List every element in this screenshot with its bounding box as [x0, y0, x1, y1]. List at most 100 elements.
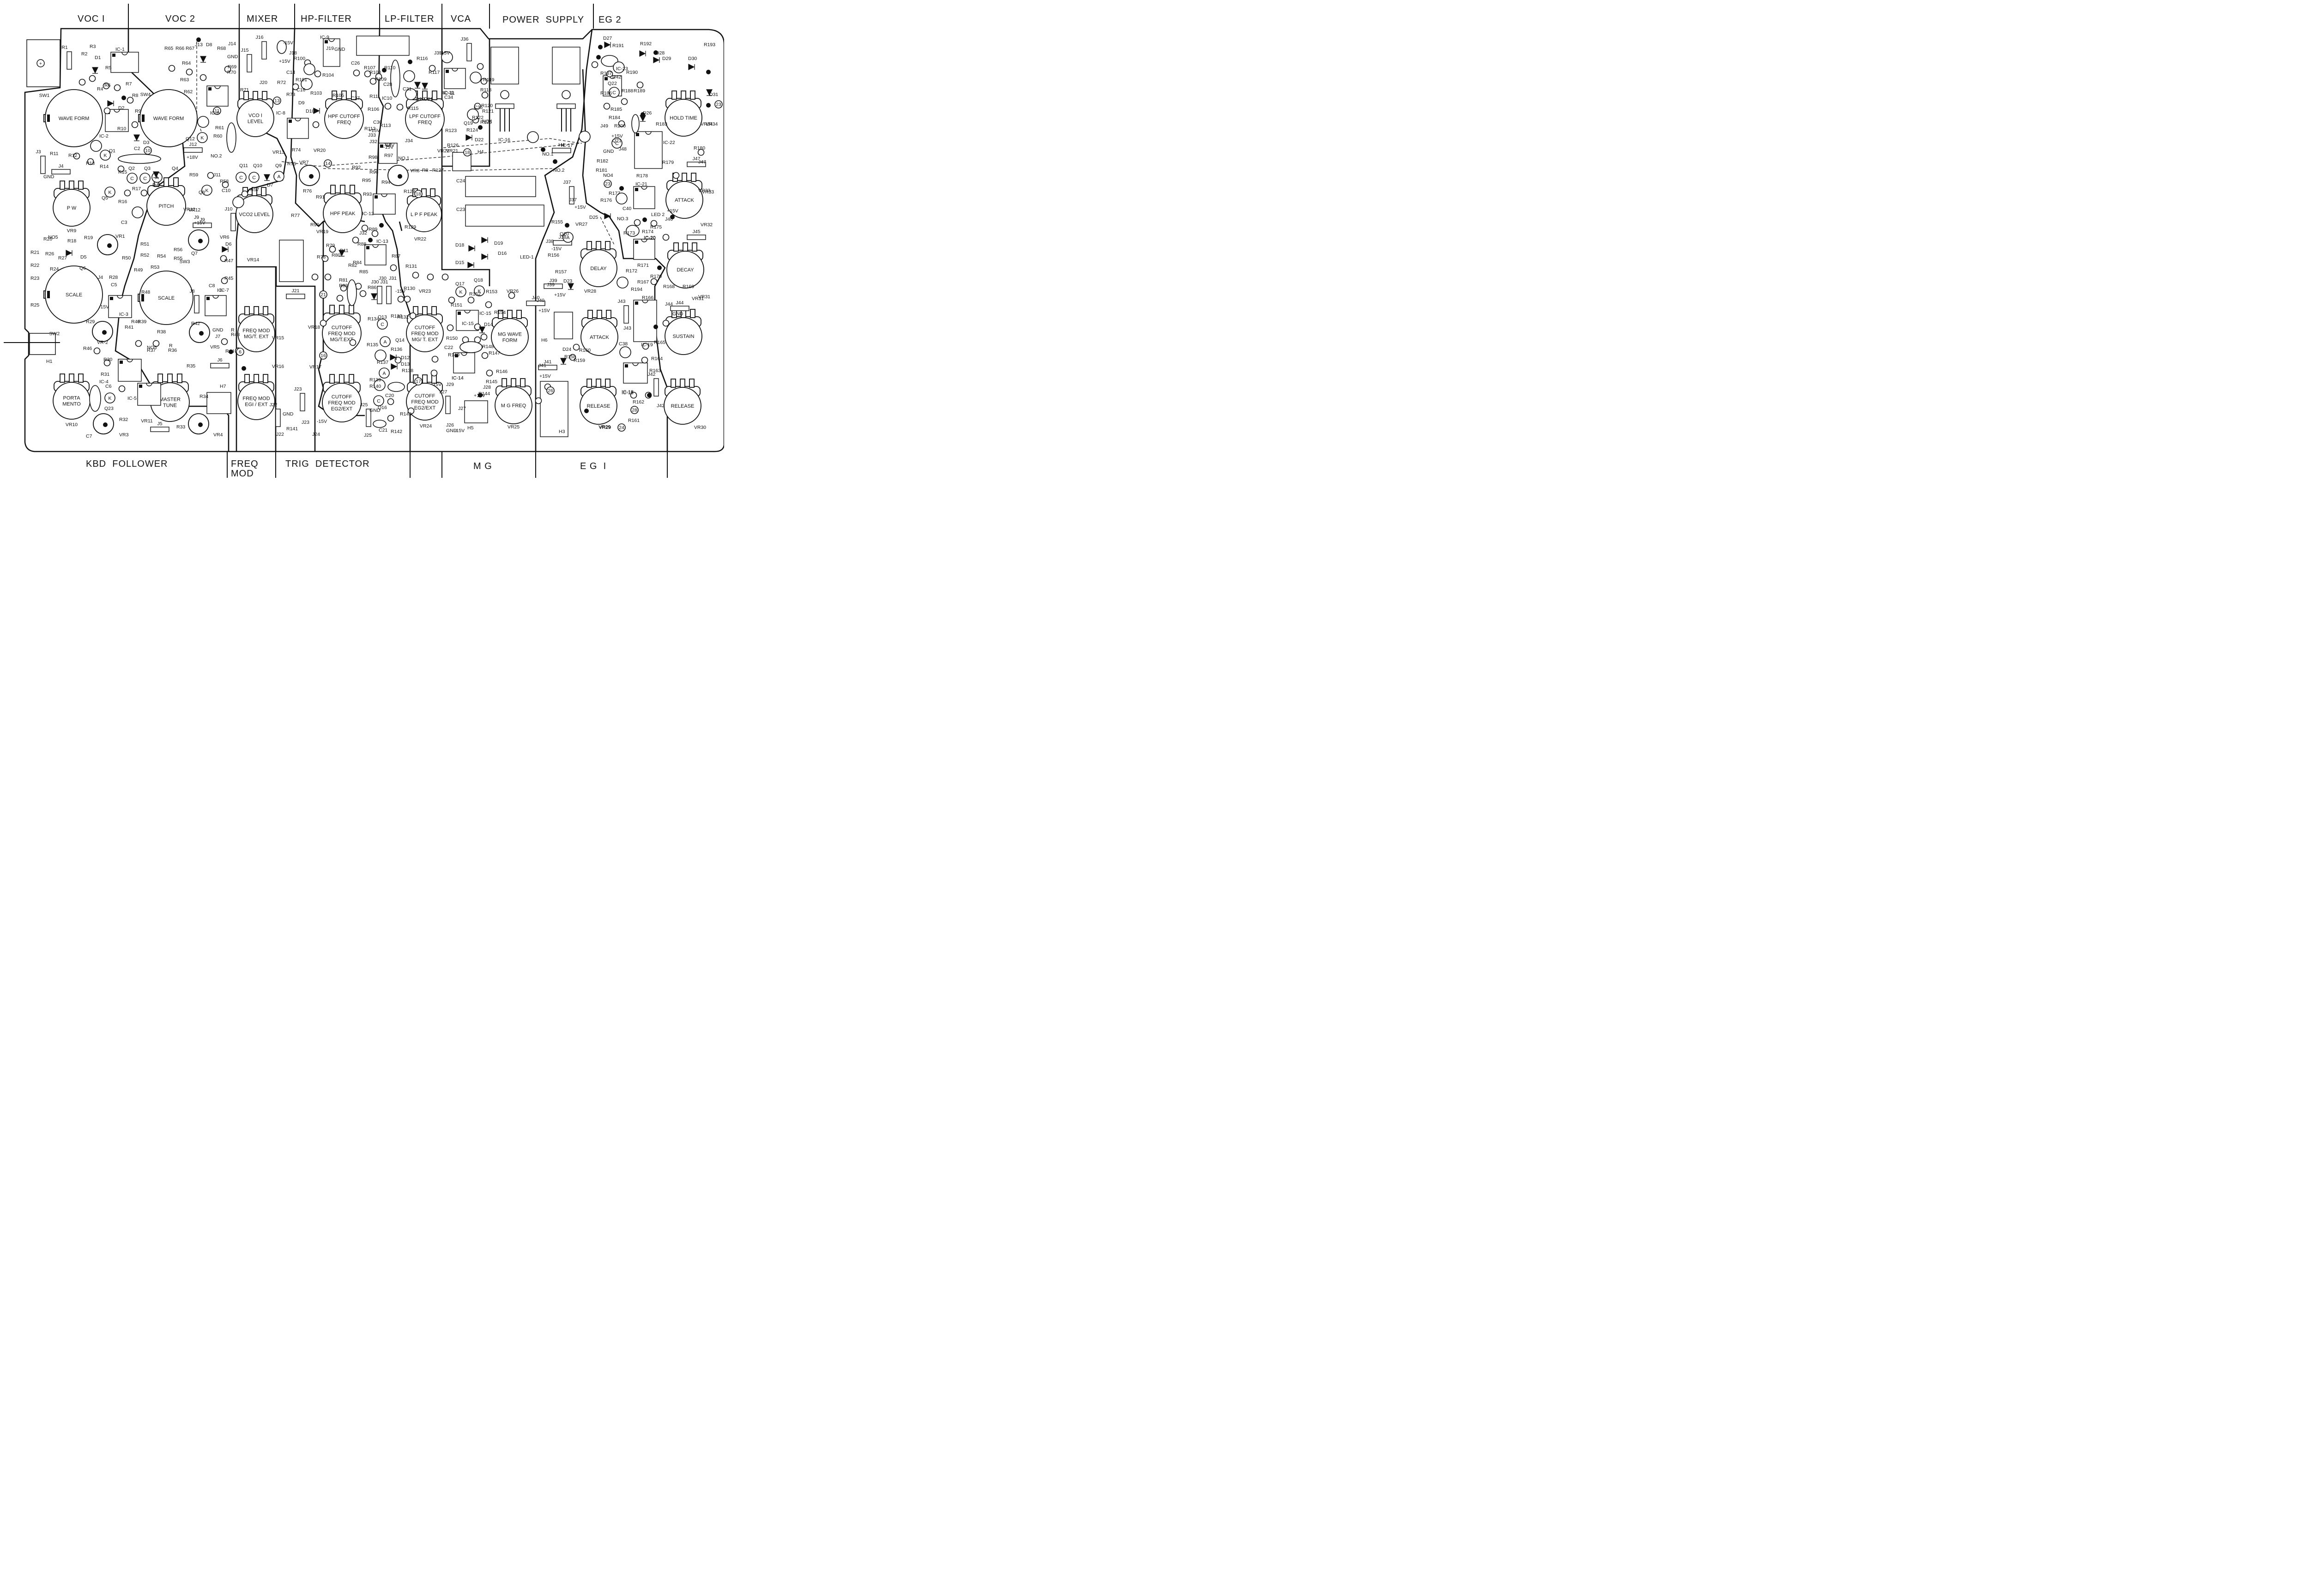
solder-pad [312, 121, 320, 128]
part-label: R8 [422, 168, 429, 173]
capacitor [467, 108, 479, 120]
part-label: -15V [383, 145, 393, 150]
part-label: R179 [662, 160, 674, 165]
resistor [300, 393, 305, 411]
solder-pad [207, 172, 214, 179]
ic-pin1 [325, 40, 328, 43]
diode [391, 363, 398, 370]
part-label: NO5 [48, 235, 58, 240]
part-label: LED-1 [520, 254, 534, 260]
part-label: R157 [555, 269, 567, 275]
part-label: R142 [391, 429, 402, 434]
resistor [386, 286, 392, 304]
control-ref: VR11 [141, 418, 153, 424]
part-label: J49 [600, 123, 608, 129]
part-label: C34 [444, 95, 453, 100]
resistor-ref: J21 [292, 288, 300, 294]
part-label: R45 [224, 276, 233, 281]
part-label: -15V [440, 50, 450, 56]
knob-circle [666, 251, 704, 289]
control-ref: VR23 [419, 289, 431, 294]
part-label: D10 [306, 108, 314, 114]
capacitor [619, 346, 631, 358]
diode [688, 64, 695, 70]
part-label: IC-20 [644, 235, 656, 241]
test-point [213, 107, 221, 115]
part-label: R125 [480, 120, 492, 125]
part-label: D18 [455, 242, 464, 248]
part-label: D4 [152, 182, 159, 188]
transistor-type: A [277, 174, 280, 180]
capacitor [375, 349, 387, 361]
ic-ref: IC-5 [127, 396, 137, 401]
resistor [66, 51, 72, 70]
control-ref: VR20 [314, 148, 326, 153]
part-label: R170 [650, 274, 662, 279]
knob-circle [139, 89, 198, 147]
pot-pin [502, 378, 507, 387]
part-label: R43 [231, 332, 240, 337]
ic-notch [642, 300, 648, 303]
part-label: +15V [369, 128, 380, 133]
transistor [611, 138, 623, 149]
filled-pad [670, 215, 675, 219]
control-ref: VR29 [599, 425, 611, 430]
resistor-ref: H4 [558, 142, 565, 148]
part-label: R7 [126, 81, 132, 87]
transistor-type: A [566, 235, 569, 241]
part-label: D14 [484, 322, 493, 327]
control-label: MG/T.EXT [330, 337, 354, 343]
capacitor [631, 114, 640, 133]
part-label: J41 [538, 363, 546, 368]
transistor [474, 285, 485, 296]
part-label: R175 [650, 224, 662, 230]
resistor-ref: J37 [563, 180, 571, 185]
knob-circle [45, 265, 103, 324]
part-label: -15V [431, 382, 441, 387]
pot-pin [339, 374, 345, 384]
transistor-type: K [478, 289, 481, 294]
knob-circle [236, 195, 273, 233]
pot-pin [586, 241, 592, 250]
resistor [544, 283, 563, 289]
ic-notch [212, 295, 219, 299]
part-label: R49 [134, 267, 143, 273]
solder-pad [127, 96, 134, 104]
part-label: IC-11 [442, 90, 454, 96]
pot-pin [243, 91, 249, 100]
pot-pin [597, 310, 602, 319]
part-label: C10 [222, 188, 230, 193]
solder-pad [114, 84, 121, 91]
part-label: GND [672, 311, 683, 317]
part-label: R168 [663, 284, 675, 289]
control-label: MG/T. EXT [244, 334, 269, 340]
section-title-voc1: VOC I [78, 14, 105, 24]
transistor-type: A [383, 339, 387, 345]
solder-pad [634, 219, 641, 226]
solder-pad [404, 295, 411, 303]
ic-notch [641, 186, 647, 190]
control-ref: VR18 [308, 325, 320, 330]
part-label: R113 [380, 123, 391, 128]
solder-pad [79, 78, 86, 86]
part-label: R68 [217, 46, 226, 51]
part-label: R166 [642, 295, 653, 301]
part-label: +15V [279, 59, 290, 64]
solder-pad [697, 149, 705, 156]
filled-pad [596, 55, 601, 60]
section-title-lp-filter: LP-FILTER [385, 14, 435, 24]
capacitor [347, 279, 357, 306]
solder-pad [480, 78, 488, 85]
transistor [455, 286, 466, 297]
resistor [670, 306, 689, 311]
diode [390, 354, 397, 361]
filled-pad [619, 186, 624, 191]
control-label: FREQ MOD [328, 400, 355, 406]
part-label: D23 [563, 278, 572, 284]
transistor [380, 336, 391, 347]
test-point-number: 18 [465, 150, 470, 156]
part-label: NO.1 [542, 151, 554, 157]
